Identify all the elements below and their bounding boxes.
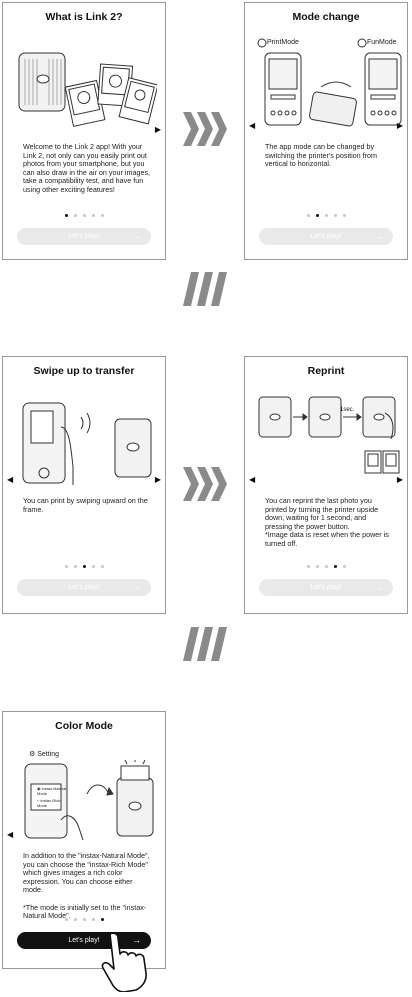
button-label: Let's play!	[310, 584, 342, 591]
next-chevron[interactable]: ▶	[396, 475, 403, 484]
illustration-swipe-transfer	[17, 397, 157, 492]
button-label: Let's play!	[310, 233, 342, 240]
page-dot	[91, 214, 95, 217]
screen-body-text: The app mode can be changed by switching…	[265, 142, 378, 169]
radio-selected-icon: ◉	[37, 786, 41, 791]
page-dot	[82, 214, 86, 217]
setting-label: Setting	[37, 751, 60, 758]
prev-chevron[interactable]: ◀	[7, 475, 14, 484]
illustration-color-mode	[21, 758, 161, 845]
gear-icon: ⚙	[29, 751, 36, 758]
screen-what-is-link2: What is Link 2? ▶ Welcome to the Link 2 …	[2, 2, 166, 260]
next-chevron[interactable]: ▶	[154, 475, 161, 484]
arrow-right-icon: →	[374, 582, 383, 592]
next-chevron[interactable]: ▶	[396, 121, 403, 130]
option-label: instax-Rich Mode	[37, 798, 61, 808]
page-indicator	[3, 918, 165, 921]
prev-chevron[interactable]: ◀	[7, 830, 14, 839]
screen-mode-change: Mode change PrintMode FunMode ◀ ▶ The ap…	[244, 2, 408, 260]
screen-title: Swipe up to transfer	[33, 365, 135, 377]
page-dot	[64, 918, 68, 921]
page-dot	[64, 214, 68, 217]
page-indicator	[245, 565, 407, 568]
arrow-right-icon: →	[132, 231, 141, 241]
lets-play-button[interactable]: Let's play! →	[259, 579, 393, 596]
illustration-mode-change	[253, 37, 403, 142]
page-indicator	[3, 565, 165, 568]
triple-chevron-right-icon	[183, 467, 229, 506]
screen-swipe-up: Swipe up to transfer ◀ ▶ You can print b…	[2, 356, 166, 614]
illustration-reprint	[257, 393, 401, 494]
page-dot	[342, 565, 346, 568]
page-dot	[73, 214, 77, 217]
page-indicator	[245, 214, 407, 217]
option-natural-mode[interactable]: ◉ instax-Natural Mode	[37, 786, 67, 796]
lets-play-button[interactable]: Let's play! →	[259, 228, 393, 245]
screen-title: What is Link 2?	[45, 11, 123, 23]
screen-title: Mode change	[292, 11, 360, 23]
triple-chevron-right-icon	[183, 112, 229, 151]
page-dot	[324, 214, 328, 217]
screen-body-text: In addition to the "instax-Natural Mode"…	[23, 851, 150, 921]
page-dot	[333, 214, 337, 217]
option-rich-mode[interactable]: ○ instax-Rich Mode	[37, 798, 67, 808]
illustration-printer-photos	[17, 43, 159, 138]
page-dot	[306, 565, 310, 568]
print-mode-label: PrintMode	[267, 39, 299, 46]
lets-play-button[interactable]: Let's play! →	[17, 228, 151, 245]
hand-pointer-icon	[96, 930, 158, 997]
prev-chevron[interactable]: ◀	[249, 475, 256, 484]
lets-play-button[interactable]: Let's play! →	[17, 579, 151, 596]
page-dot	[100, 214, 104, 217]
timer-label: 1sec.	[340, 407, 355, 413]
button-label: Let's play!	[68, 584, 100, 591]
page-dot	[91, 565, 95, 568]
page-dot	[342, 214, 346, 217]
page-dot	[324, 565, 328, 568]
page-dot	[82, 565, 86, 568]
page-dot	[315, 214, 319, 217]
page-indicator	[3, 214, 165, 217]
screen-title: Color Mode	[55, 720, 113, 732]
button-label: Let's play!	[68, 937, 100, 944]
fun-mode-label: FunMode	[367, 39, 397, 46]
arrow-right-icon: →	[374, 231, 383, 241]
page-dot	[333, 565, 337, 568]
page-dot	[100, 565, 104, 568]
next-chevron[interactable]: ▶	[154, 125, 161, 134]
screen-body-text: You can print by swiping upward on the f…	[23, 496, 148, 514]
page-dot	[64, 565, 68, 568]
arrow-right-icon: →	[132, 935, 141, 945]
page-dot	[315, 565, 319, 568]
option-label: instax-Natural Mode	[37, 786, 67, 796]
page-dot	[73, 918, 77, 921]
page-dot	[91, 918, 95, 921]
screen-body-text: Welcome to the Link 2 app! With your Lin…	[23, 142, 151, 194]
triple-chevron-down-left-icon	[183, 627, 229, 666]
screen-reprint: Reprint 1sec. ◀ ▶ You can reprint the la…	[244, 356, 408, 614]
setting-header: ⚙ Setting	[29, 750, 59, 758]
page-dot	[100, 918, 104, 921]
page-dot	[82, 918, 86, 921]
button-label: Let's play!	[68, 233, 100, 240]
page-dot	[306, 214, 310, 217]
triple-chevron-down-left-icon	[183, 272, 229, 311]
prev-chevron[interactable]: ◀	[249, 121, 256, 130]
page-dot	[73, 565, 77, 568]
screen-body-text: You can reprint the last photo you print…	[265, 496, 389, 548]
arrow-right-icon: →	[132, 582, 141, 592]
screen-title: Reprint	[307, 365, 345, 377]
